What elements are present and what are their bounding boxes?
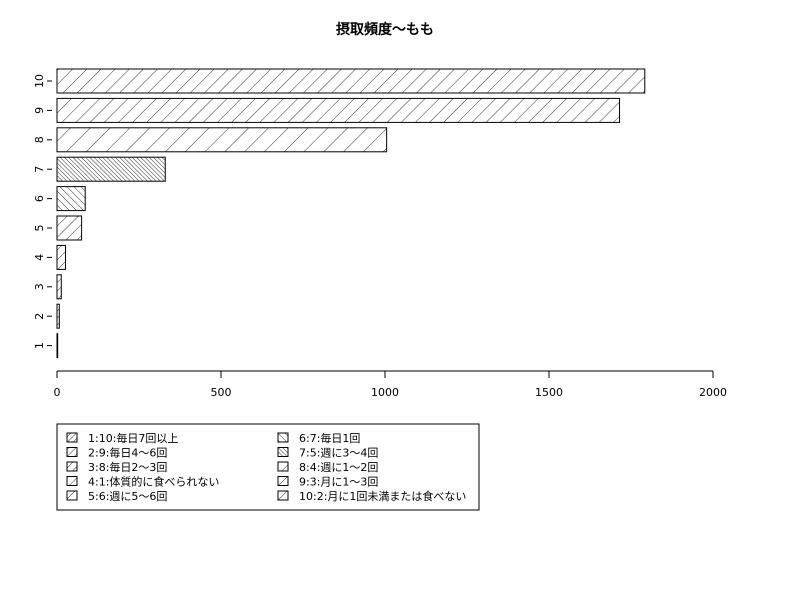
legend-label-5: 5:6:週に5〜6回: [88, 490, 167, 503]
legend-label-1: 1:10:毎日7回以上: [88, 432, 178, 445]
y-tick-label-3: 3: [33, 283, 46, 290]
legend-label-2: 2:9:毎日4〜6回: [88, 447, 167, 460]
legend-swatch-7: [277, 447, 289, 457]
bar-5: [56, 215, 83, 241]
legend-swatch-2: [66, 447, 78, 457]
y-tick-label-1: 1: [33, 342, 46, 349]
legend-label-3: 3:8:毎日2〜3回: [88, 461, 167, 474]
legend-swatch-9: [277, 476, 289, 486]
y-tick-label-5: 5: [33, 225, 46, 232]
x-axis: 0 500 1000 1500 2000: [54, 370, 727, 399]
y-tick-label-2: 2: [33, 313, 46, 320]
y-axis: 1 2 3 4 5 6 7 8 9 10: [33, 74, 52, 349]
y-tick-label-4: 4: [33, 254, 46, 261]
legend-swatch-4: [66, 476, 78, 486]
bar-2: [56, 303, 60, 329]
legend-swatch-5: [66, 490, 78, 501]
legend-label-4: 4:1:体質的に食べられない: [88, 475, 219, 489]
bar-8: [56, 127, 388, 153]
y-tick-label-9: 9: [33, 107, 46, 114]
legend-label-8: 8:4:週に1〜2回: [299, 461, 378, 474]
y-tick-label-8: 8: [33, 136, 46, 143]
legend-label-10: 10:2:月に1回未満または食べない: [299, 489, 466, 503]
chart-title: 摂取頻度〜もも: [336, 21, 434, 38]
bar-10: [56, 68, 646, 94]
y-tick-label-6: 6: [33, 195, 46, 202]
legend-swatch-1: [66, 432, 78, 443]
legend-label-6: 6:7:毎日1回: [299, 432, 360, 445]
legend-swatch-6: [277, 432, 289, 443]
legend-swatch-3: [66, 461, 78, 472]
bar-3: [56, 274, 62, 300]
y-tick-label-10: 10: [33, 74, 46, 88]
legend-swatch-10: [277, 490, 289, 501]
bar-9: [56, 97, 621, 123]
x-tick-label-500: 500: [211, 386, 232, 399]
bar-6: [56, 186, 86, 212]
bar-1: [56, 333, 59, 359]
legend-label-7: 7:5:週に3〜4回: [299, 447, 378, 460]
legend: 1:10:毎日7回以上 2:9:毎日4〜6回3:8:毎日2〜3回4:1:体質的に食…: [56, 423, 480, 511]
x-tick-label-1500: 1500: [535, 386, 563, 399]
legend-label-9: 9:3:月に1〜3回: [299, 476, 378, 489]
bar-7: [56, 156, 166, 182]
y-tick-label-7: 7: [33, 166, 46, 173]
legend-box: [56, 423, 480, 511]
x-tick-label-0: 0: [54, 386, 61, 399]
legend-swatch-8: [277, 461, 289, 472]
bar-4: [56, 244, 67, 270]
x-tick-label-1000: 1000: [371, 386, 399, 399]
x-tick-label-2000: 2000: [699, 386, 727, 399]
bars-layer: [56, 68, 646, 359]
